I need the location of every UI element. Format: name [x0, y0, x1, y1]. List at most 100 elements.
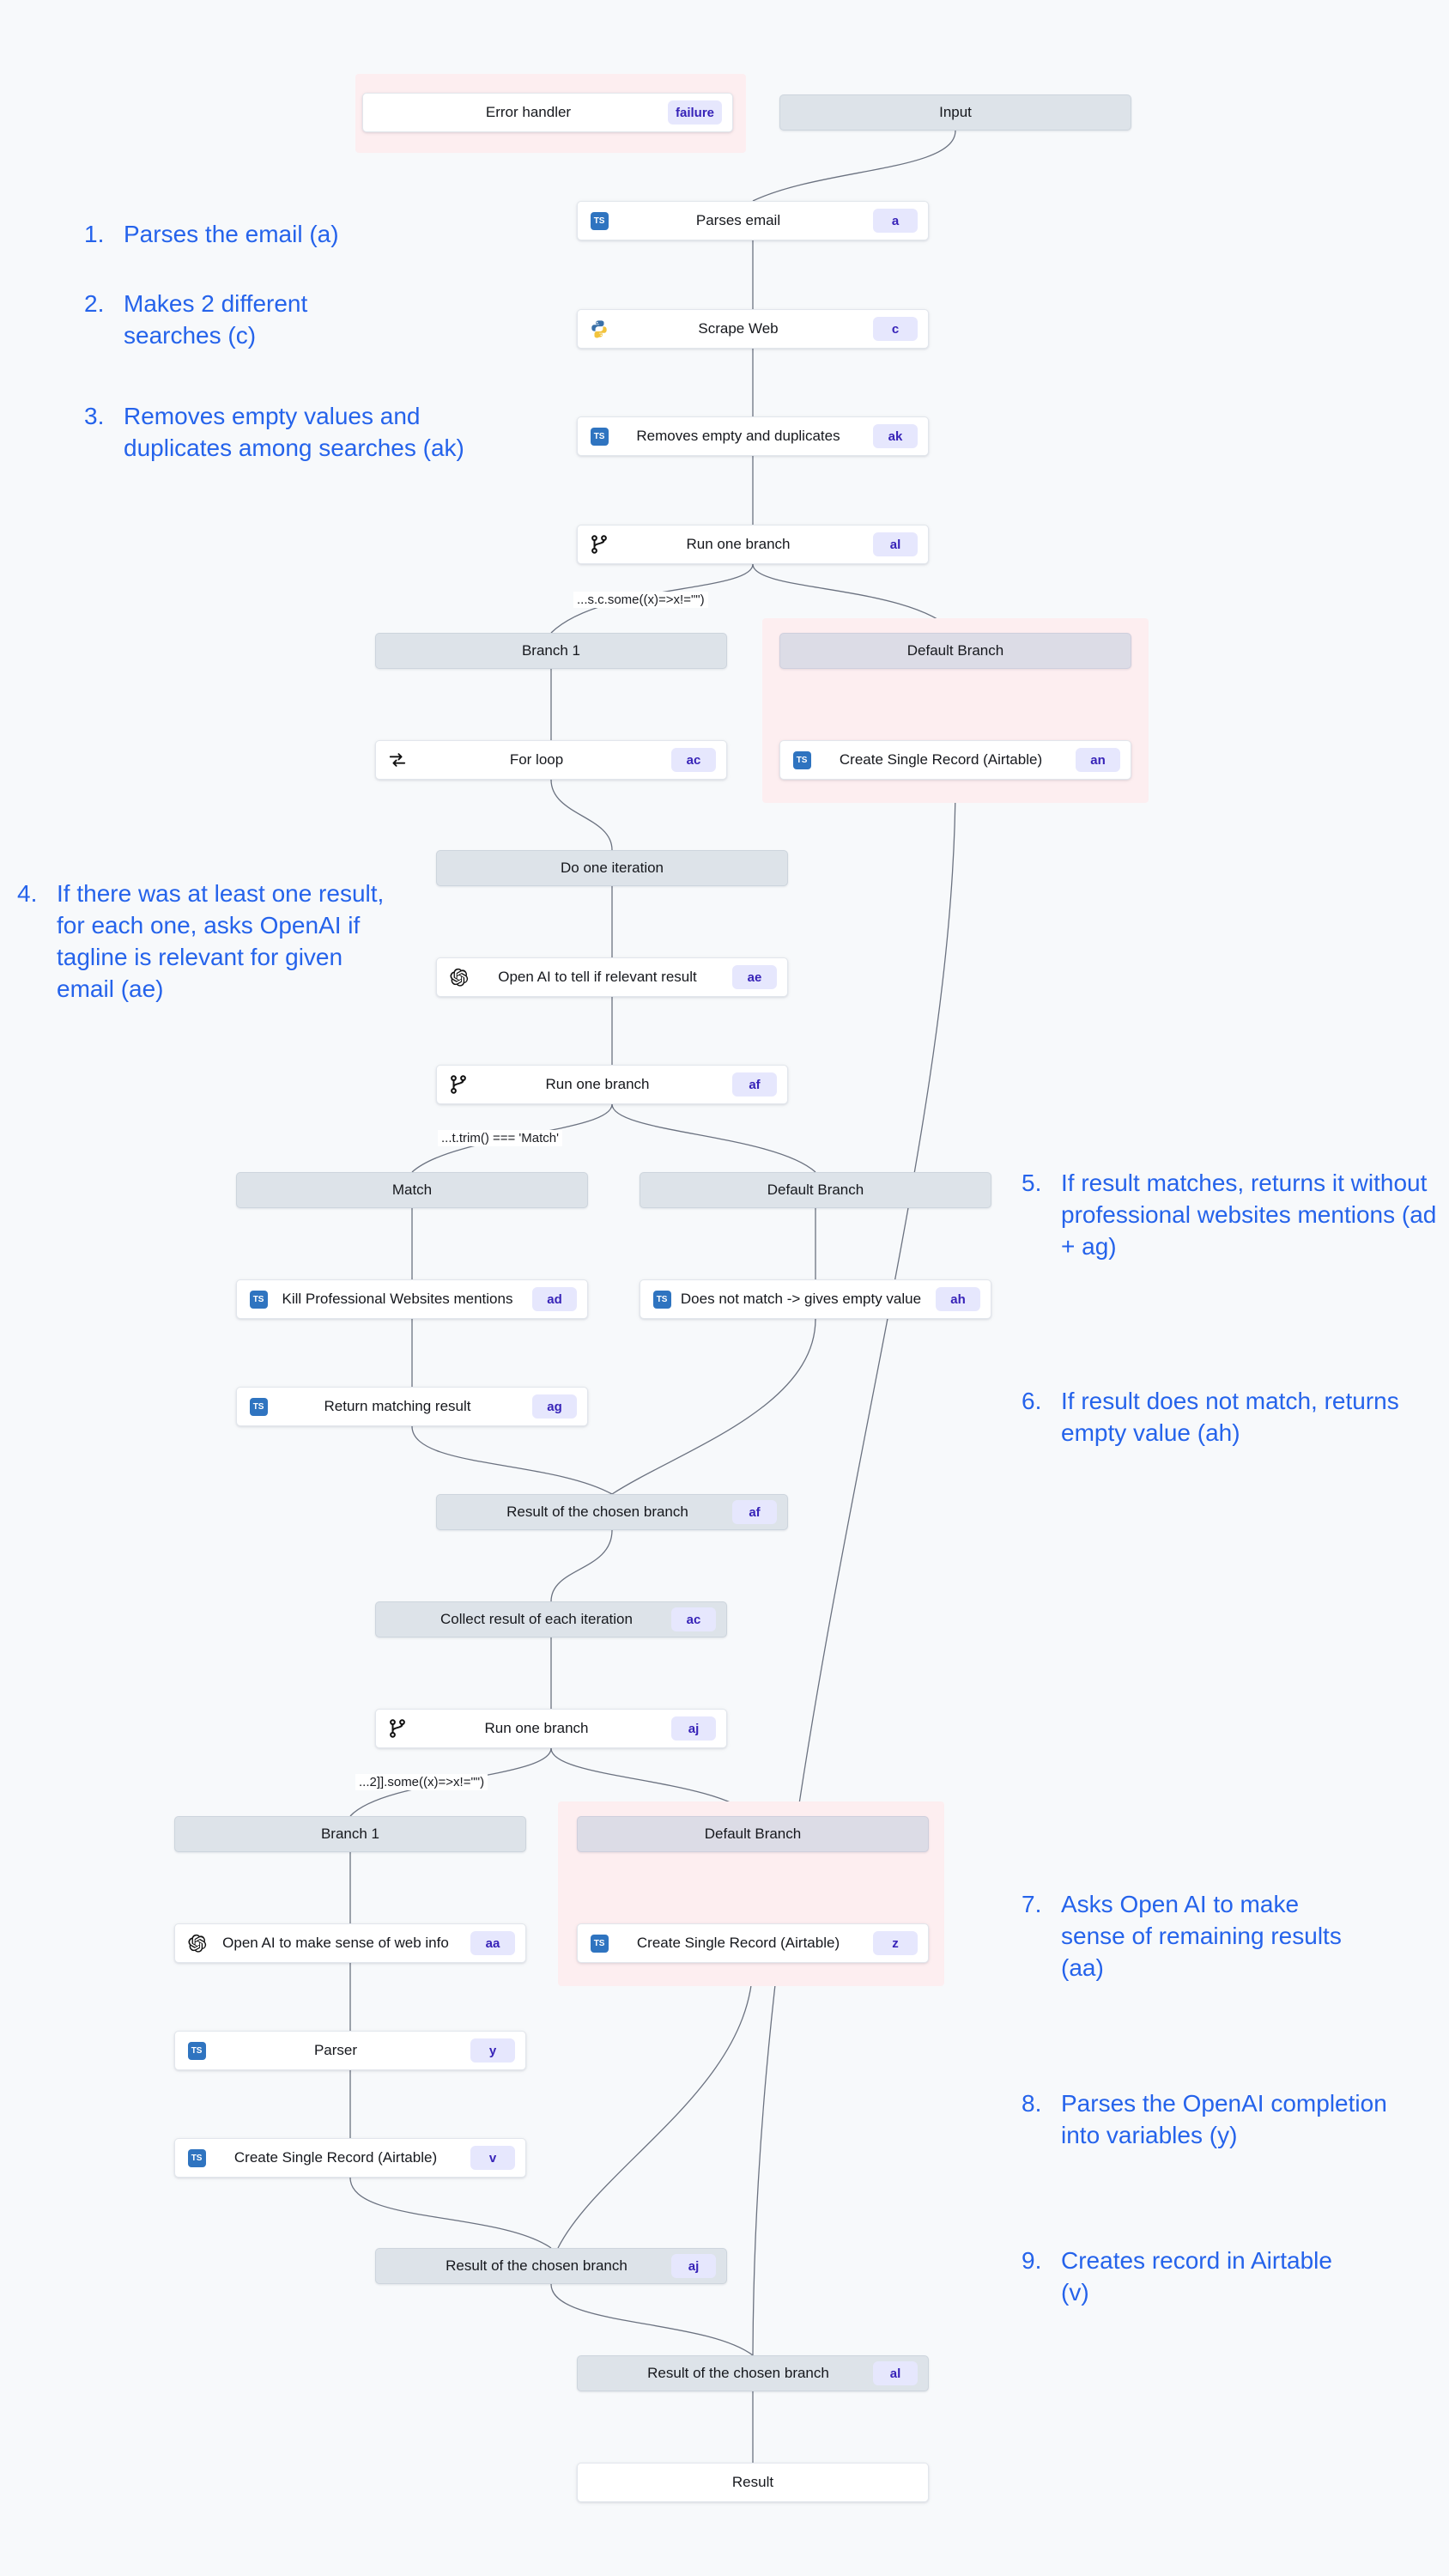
node-badge: failure	[667, 100, 722, 125]
workflow-edge	[611, 1318, 816, 1495]
node-branch-1-top[interactable]: Branch 1	[375, 633, 727, 669]
annotation-number: 2.	[84, 290, 105, 317]
node-scrape-web[interactable]: Scrape Web c	[577, 309, 929, 349]
node-badge: aa	[470, 1931, 515, 1955]
typescript-icon: TS	[651, 1288, 673, 1310]
node-error-handler[interactable]: Error handler failure	[362, 93, 733, 132]
node-label: Scrape Web	[698, 320, 779, 337]
node-openai-make-sense[interactable]: Open AI to make sense of web info aa	[174, 1923, 526, 1963]
typescript-icon: TS	[185, 2039, 208, 2062]
node-badge: ac	[671, 1607, 716, 1631]
node-label: Branch 1	[521, 642, 581, 659]
workflow-edge	[550, 1529, 613, 1602]
workflow-edge	[752, 779, 956, 2356]
node-badge: c	[873, 317, 918, 341]
note-6: 6. If result does not match, returns empt…	[1022, 1386, 1442, 1449]
node-label: Create Single Record (Airtable)	[636, 1935, 840, 1951]
node-badge: ak	[873, 424, 918, 448]
loop-icon	[386, 749, 409, 771]
node-badge: al	[873, 532, 918, 556]
note-8: 8. Parses the OpenAI completion into vari…	[1022, 2088, 1399, 2152]
node-badge: aj	[671, 1716, 716, 1741]
workflow-edge	[557, 1962, 754, 2249]
node-match-branch[interactable]: Match	[236, 1172, 588, 1208]
workflow-edge	[611, 1103, 816, 1173]
node-collect-result[interactable]: Collect result of each iteration ac	[375, 1601, 727, 1637]
annotation-number: 5.	[1022, 1170, 1042, 1196]
annotation-text: Parses the OpenAI completion into variab…	[1061, 2090, 1387, 2148]
node-badge: a	[873, 209, 918, 233]
node-label: Create Single Record (Airtable)	[233, 2149, 438, 2166]
git-branch-icon	[447, 1073, 470, 1096]
node-badge: an	[1076, 748, 1120, 772]
node-label: Result	[731, 2474, 774, 2490]
node-badge: aj	[671, 2254, 716, 2278]
node-default-branch-top[interactable]: Default Branch	[779, 633, 1131, 669]
node-badge: ad	[532, 1287, 577, 1311]
annotation-text: If result matches, returns it without pr…	[1061, 1170, 1437, 1260]
node-label: Create Single Record (Airtable)	[839, 751, 1043, 768]
openai-icon	[447, 966, 470, 988]
node-label: Open AI to tell if relevant result	[498, 969, 697, 985]
edge-condition-cond-al: ...s.c.some((x)=>x!="")	[573, 592, 708, 608]
note-1: 1.Parses the email (a)	[84, 219, 445, 251]
node-label: Match	[391, 1182, 433, 1198]
note-2: 2.Makes 2 different searches (c)	[84, 289, 402, 352]
node-label: Return matching result	[324, 1398, 471, 1414]
node-label: Collect result of each iteration	[440, 1611, 633, 1627]
node-create-record-z[interactable]: TS Create Single Record (Airtable) z	[577, 1923, 929, 1963]
node-default-branch-bottom[interactable]: Default Branch	[577, 1816, 929, 1852]
node-label: Kill Professional Websites mentions	[282, 1291, 513, 1307]
annotation-number: 4.	[17, 880, 38, 907]
node-do-one-iteration[interactable]: Do one iteration	[436, 850, 788, 886]
node-badge: y	[470, 2038, 515, 2063]
git-branch-icon	[386, 1717, 409, 1740]
node-badge: af	[732, 1072, 777, 1097]
node-kill-professional-mentions[interactable]: TS Kill Professional Websites mentions ad	[236, 1279, 588, 1319]
node-label: Default Branch	[704, 1826, 802, 1842]
annotation-number: 3.	[84, 403, 105, 429]
node-label: For loop	[509, 751, 564, 768]
node-label: Default Branch	[906, 642, 1004, 659]
annotation-number: 8.	[1022, 2090, 1042, 2117]
node-result-chosen-af[interactable]: Result of the chosen branch af	[436, 1494, 788, 1530]
typescript-icon: TS	[588, 1932, 610, 1954]
node-label: Error handler	[485, 104, 572, 120]
annotation-number: 1.	[84, 221, 105, 247]
typescript-icon: TS	[588, 210, 610, 232]
node-label: Result of the chosen branch	[506, 1504, 688, 1520]
node-badge: ah	[936, 1287, 980, 1311]
node-branch-1-bottom[interactable]: Branch 1	[174, 1816, 526, 1852]
node-result[interactable]: Result	[577, 2463, 929, 2502]
node-label: Result of the chosen branch	[647, 2365, 829, 2381]
node-label: Default Branch	[767, 1182, 864, 1198]
typescript-icon: TS	[247, 1288, 270, 1310]
node-label: Open AI to make sense of web info	[222, 1935, 449, 1951]
node-label: Do one iteration	[560, 860, 664, 876]
node-openai-relevant[interactable]: Open AI to tell if relevant result ae	[436, 957, 788, 997]
node-badge: z	[873, 1931, 918, 1955]
typescript-icon: TS	[791, 749, 813, 771]
node-create-record-an[interactable]: TS Create Single Record (Airtable) an	[779, 740, 1131, 780]
node-badge: ae	[732, 965, 777, 989]
node-default-branch-mid[interactable]: Default Branch	[640, 1172, 991, 1208]
node-badge: v	[470, 2146, 515, 2170]
node-badge: af	[732, 1500, 777, 1524]
python-icon	[588, 318, 610, 340]
node-input[interactable]: Input	[779, 94, 1131, 131]
annotation-text: If result does not match, returns empty …	[1061, 1388, 1399, 1446]
annotation-number: 6.	[1022, 1388, 1042, 1414]
